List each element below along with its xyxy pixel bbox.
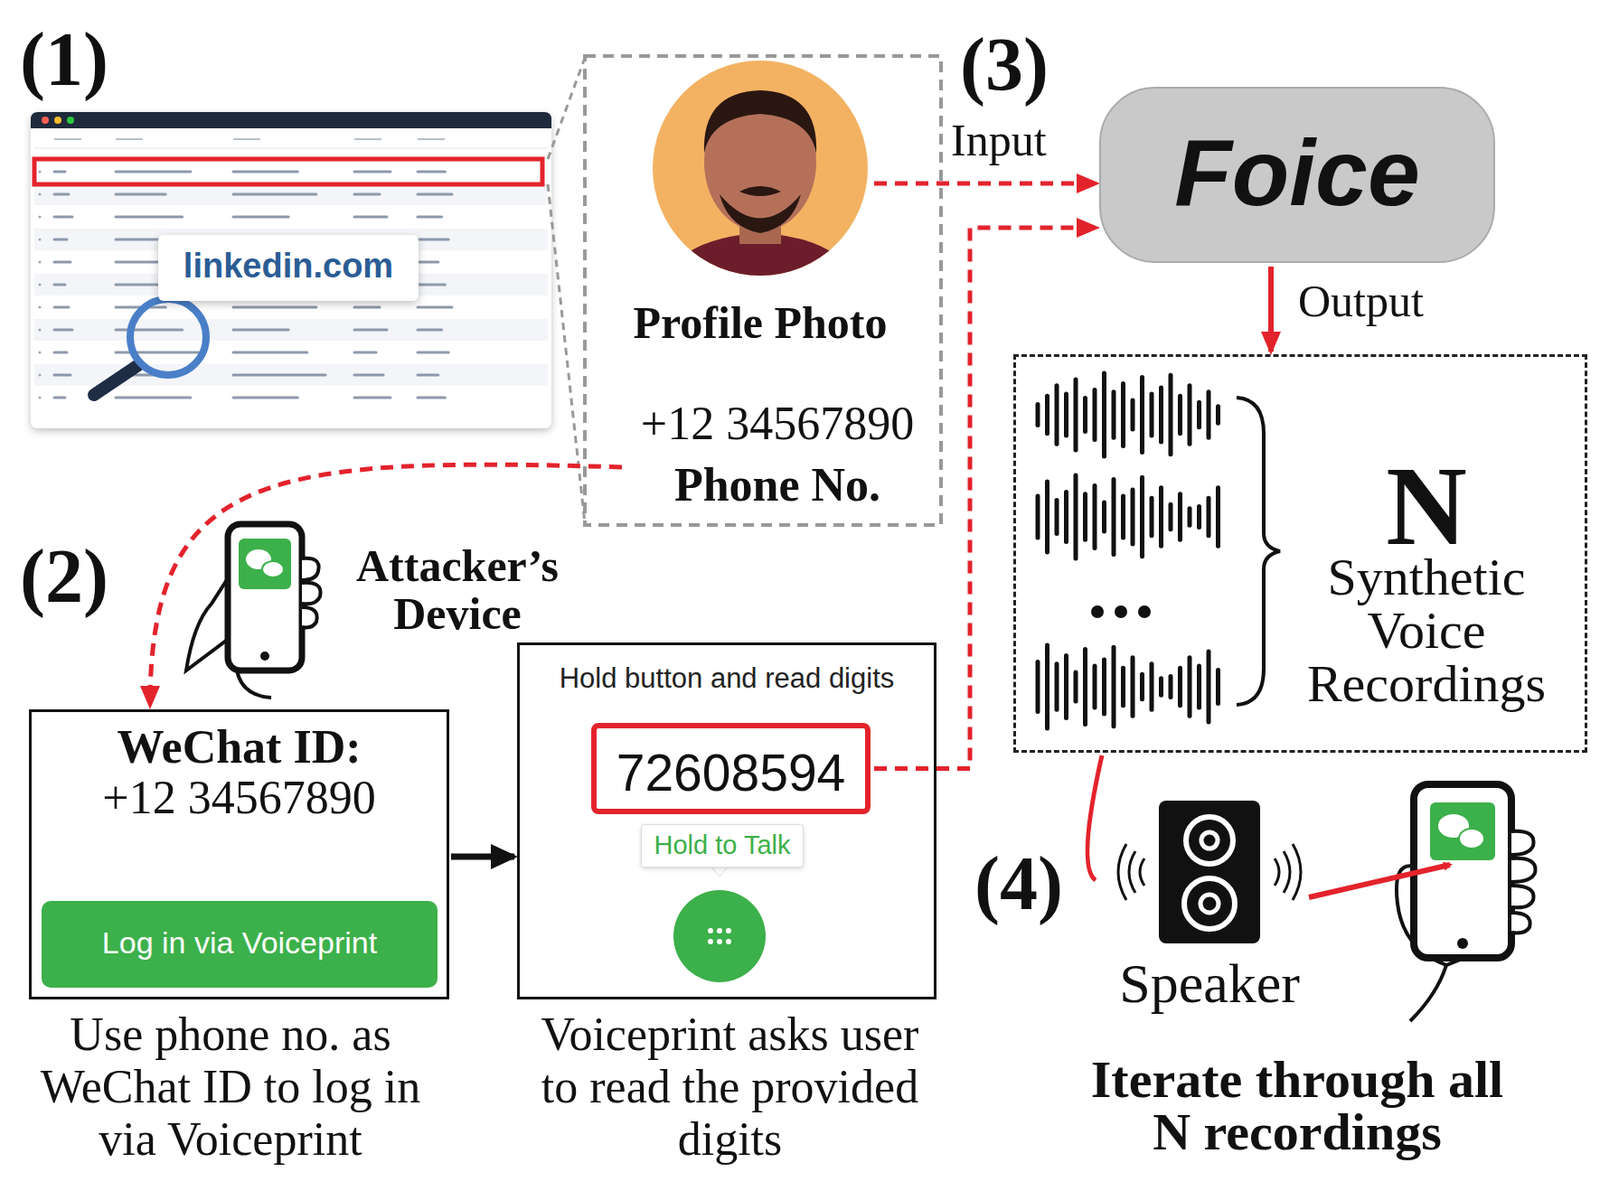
attacker-phone <box>186 524 321 698</box>
phone-number: +12 34567890Phone No. <box>623 390 932 518</box>
profile-photo: Profile Photo <box>596 56 924 346</box>
step-caption: Iterate through all N recordings <box>1066 1054 1528 1159</box>
node-text: WeChat ID: <box>31 721 447 773</box>
node-text: Log in via Voiceprint <box>41 926 438 960</box>
connector <box>874 227 1097 770</box>
node-text: Profile Photo <box>596 298 924 349</box>
victim-phone <box>1396 784 1536 1022</box>
node-text: +12 34567890 <box>623 397 932 450</box>
step-caption: Use phone no. as WeChat ID to log in via… <box>13 1008 448 1168</box>
node-text: Hold to Talk <box>641 831 803 861</box>
node-text: +12 34567890 <box>31 771 447 824</box>
foice-model-box: Foice <box>1099 86 1496 264</box>
step-number: (3) <box>960 23 1087 107</box>
step-caption: Voiceprint asks user to read the provide… <box>519 1008 941 1168</box>
sound-arrow <box>1308 865 1450 898</box>
node-text: linkedin.com <box>158 247 419 286</box>
magnifier-icon <box>94 299 207 396</box>
node-text: Foice <box>1101 121 1494 225</box>
digits-box: 72608594 <box>591 723 871 815</box>
connector <box>150 464 622 706</box>
node-text: Hold button and read digits <box>519 663 934 695</box>
speaker: Speaker <box>1101 800 1318 1009</box>
output-label: Output <box>1298 276 1479 327</box>
device-label: Attacker’s Device <box>321 542 593 639</box>
connector <box>874 181 1097 187</box>
connector <box>1087 755 1102 881</box>
step-number: (2) <box>19 535 147 619</box>
talk-button-dots <box>707 928 732 945</box>
waveforms <box>1037 373 1219 729</box>
connector <box>451 854 515 861</box>
site-label-box: linkedin.com <box>158 235 419 302</box>
connector <box>1268 266 1274 352</box>
input-label: Input <box>950 115 1096 166</box>
output-recordings-box: NSynthetic Voice Recordings <box>1013 354 1588 753</box>
voiceprint-button: Log in via Voiceprint <box>41 901 438 989</box>
speaker-icon <box>1118 800 1301 944</box>
node-text: Synthetic Voice Recordings <box>1268 550 1585 711</box>
step-number: (1) <box>19 18 147 102</box>
wechat-login-screen: WeChat ID:+12 34567890Log in via Voicepr… <box>28 709 450 1000</box>
node-text: Phone No. <box>623 459 932 511</box>
zoom-line <box>547 57 585 160</box>
node-text: 72608594 <box>596 744 866 802</box>
profile-avatar <box>652 60 868 281</box>
talk-button <box>673 890 766 983</box>
node-text: Speaker <box>1101 952 1318 1015</box>
voiceprint-screen: Hold button and read digits 72608594Hold … <box>517 642 937 1000</box>
node-text: N <box>1268 451 1585 564</box>
table-screenshot <box>30 112 552 429</box>
brace <box>1236 397 1280 706</box>
zoom-box <box>584 56 942 526</box>
hold-to-talk-tooltip: Hold to Talk <box>640 824 804 868</box>
zoom-line <box>547 184 585 524</box>
step-number: (4) <box>974 842 1102 926</box>
